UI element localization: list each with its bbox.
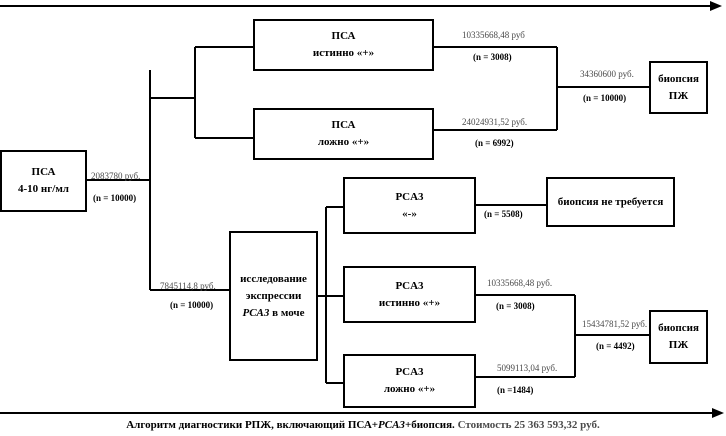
node-pca3-true-line2: истинно «+» xyxy=(378,296,441,309)
caption-part3: +биопсия. xyxy=(404,419,458,431)
node-no-biopsy-line1: биопсия не требуется xyxy=(557,195,664,208)
node-pca3-false-line1: PCA3 xyxy=(395,366,424,378)
node-psa-start-line2: 4-10 нг/мл xyxy=(18,183,69,195)
node-biopsy-2-line2: ПЖ xyxy=(668,339,689,351)
node-no-biopsy: биопсия не требуется xyxy=(546,177,675,227)
diagram-caption: Алгоритм диагностики РПЖ, включающий ПСА… xyxy=(0,419,726,431)
node-psa-true: ПСА истинно «+» xyxy=(253,19,434,71)
node-biopsy-1: биопсия ПЖ xyxy=(649,61,708,114)
node-biopsy-1-line1: биопсия xyxy=(658,72,699,85)
label-pca3-true-n: (n = 3008) xyxy=(496,301,535,311)
node-psa-false-line1: ПСА xyxy=(331,119,356,131)
node-pca3-neg-line1: PCA3 xyxy=(395,190,424,203)
caption-part1: Алгоритм диагностики РПЖ, включающий ПСА… xyxy=(126,419,379,431)
label-psa-false-n: (n = 6992) xyxy=(475,138,514,148)
top-arrow-head xyxy=(710,1,722,11)
node-psa-start-line1: ПСА xyxy=(31,166,56,178)
node-biopsy-2: биопсия ПЖ xyxy=(649,310,708,364)
label-start-n: (n = 10000) xyxy=(93,193,137,203)
node-pca3-neg-line2: «-» xyxy=(402,207,417,220)
bottom-arrow-head xyxy=(712,408,724,418)
label-pca3-cost: 7845114,8 руб. xyxy=(160,281,216,291)
node-pca3-test-rest: в моче xyxy=(269,306,305,319)
node-pca3-false-line2: ложно «+» xyxy=(383,383,436,395)
label-biopsy1-cost: 34360600 руб. xyxy=(580,69,634,79)
label-biopsy2-n: (n = 4492) xyxy=(596,341,635,351)
node-pca3-test-italic: PCA3 xyxy=(242,306,270,319)
label-psa-true-cost: 10335668,48 руб xyxy=(462,30,525,40)
label-biopsy2-cost: 15434781,52 руб. xyxy=(582,319,648,329)
caption-part2: PCA3 xyxy=(378,419,405,431)
node-pca3-neg: PCA3 «-» xyxy=(343,177,476,234)
node-psa-start: ПСА 4-10 нг/мл xyxy=(0,150,87,212)
node-pca3-true: PCA3 истинно «+» xyxy=(343,266,476,323)
node-biopsy-2-line1: биопсия xyxy=(658,322,699,334)
label-start-cost: 2083780 руб. xyxy=(91,171,141,181)
node-pca3-test-line2: экспрессии xyxy=(245,289,302,302)
node-pca3-false: PCA3 ложно «+» xyxy=(343,354,476,408)
label-pca3-n: (n = 10000) xyxy=(170,300,214,310)
label-pca3-neg-n: (n = 5508) xyxy=(484,209,523,219)
label-pca3-false-cost: 5099113,04 руб. xyxy=(497,363,558,373)
label-pca3-true-cost: 10335668,48 руб. xyxy=(487,278,553,288)
node-biopsy-1-line2: ПЖ xyxy=(668,89,689,102)
node-pca3-true-line1: PCA3 xyxy=(395,279,424,292)
node-pca3-test-line3: PCA3 в моче xyxy=(243,305,305,322)
node-psa-true-line1: ПСА xyxy=(331,30,356,42)
label-biopsy1-n: (n = 10000) xyxy=(583,93,627,103)
node-psa-true-line2: истинно «+» xyxy=(312,47,375,59)
node-pca3-test: исследование экспрессии PCA3 в моче xyxy=(229,231,318,361)
label-pca3-false-n: (n =1484) xyxy=(497,385,534,395)
caption-cost: Стоимость 25 363 593,32 руб. xyxy=(457,419,600,431)
label-psa-true-n: (n = 3008) xyxy=(473,52,512,62)
label-psa-false-cost: 24024931,52 руб. xyxy=(462,117,528,127)
node-psa-false: ПСА ложно «+» xyxy=(253,108,434,160)
node-psa-false-line2: ложно «+» xyxy=(317,136,370,148)
node-pca3-test-line1: исследование xyxy=(240,272,307,285)
